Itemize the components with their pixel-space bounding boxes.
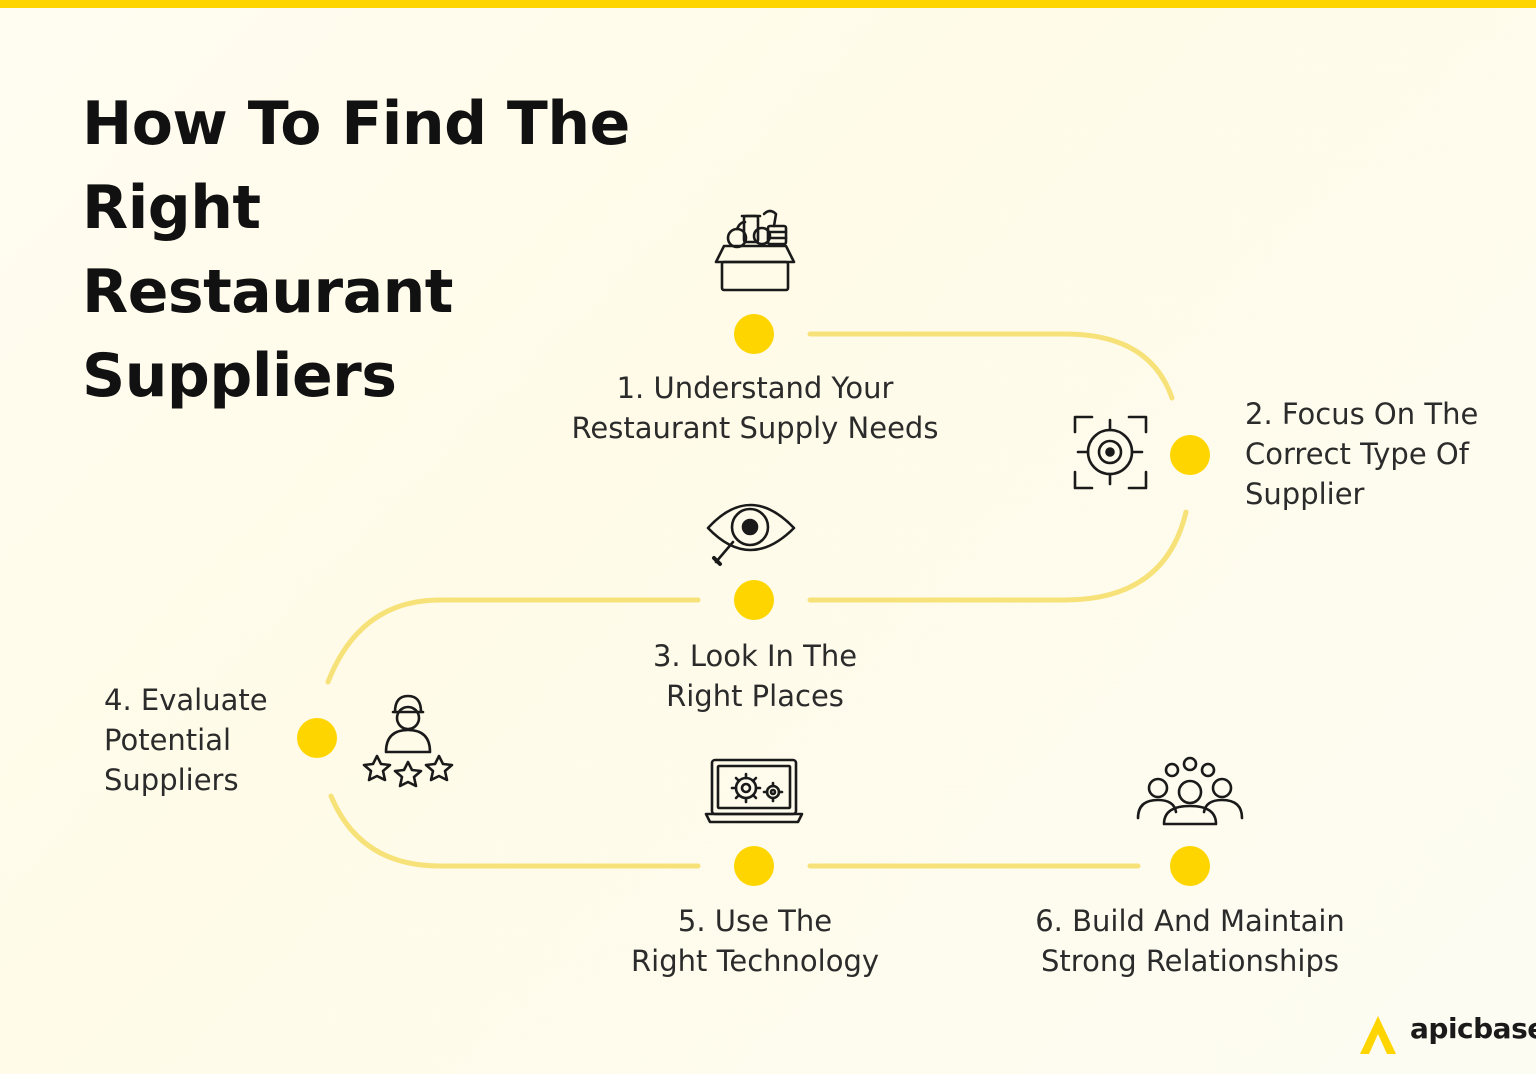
page-title: How To Find The Right Restaurant Supplie… <box>82 89 630 411</box>
step-2-dot <box>1170 435 1210 475</box>
group-people-icon <box>1136 756 1244 826</box>
apicbase-logo-icon <box>1360 1016 1396 1054</box>
process-path <box>325 331 1189 869</box>
step-1-dot <box>734 314 774 354</box>
rated-person-icon <box>362 694 454 788</box>
top-accent-bar <box>0 0 1536 8</box>
target-icon <box>1073 415 1148 490</box>
laptop-gears-icon <box>704 758 804 824</box>
step-3-dot <box>734 580 774 620</box>
grocery-box-icon <box>714 209 796 292</box>
eye-search-icon <box>706 503 796 566</box>
step-5-dot <box>734 846 774 886</box>
step-1-label: 1. Understand Your Restaurant Supply Nee… <box>571 371 939 445</box>
step-2-label: 2. Focus On The Correct Type Of Supplier <box>1245 397 1479 511</box>
step-5-label: 5. Use The Right Technology <box>630 904 880 978</box>
step-6-dot <box>1170 846 1210 886</box>
step-3-label: 3. Look In The Right Places <box>652 639 858 713</box>
step-6-label: 6. Build And Maintain Strong Relationshi… <box>1035 904 1345 978</box>
step-4-label: 4. Evaluate Potential Suppliers <box>104 683 268 797</box>
step-4-dot <box>297 718 337 758</box>
brand-name: apicbase <box>1410 1012 1536 1045</box>
